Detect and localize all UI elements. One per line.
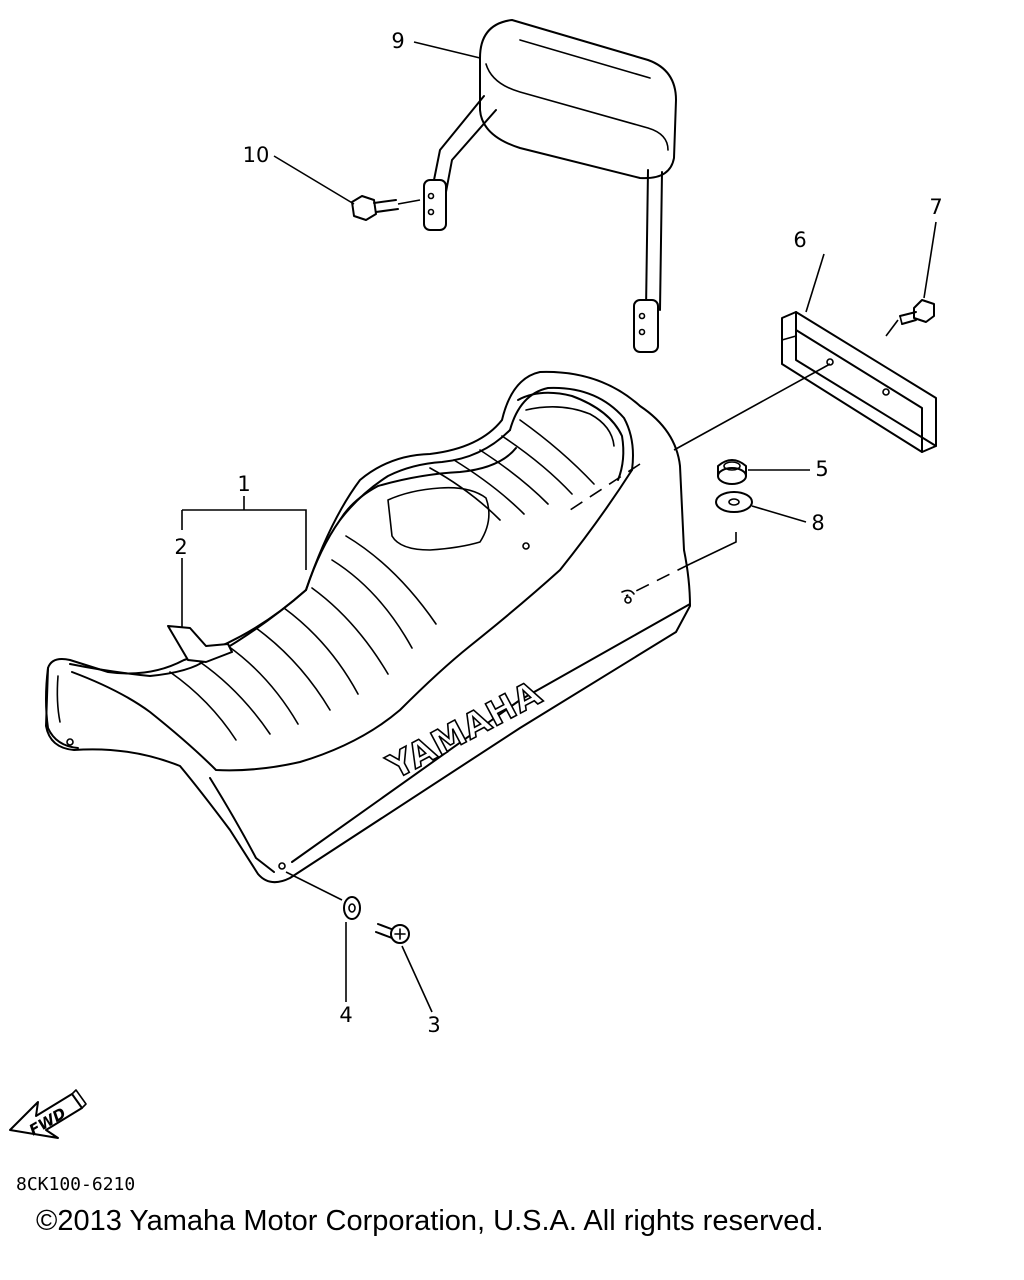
washer-4 <box>343 896 361 920</box>
leader-lines <box>181 41 937 1013</box>
callouts: 1 2 3 4 5 6 7 8 9 10 <box>174 29 942 1037</box>
nut-5 <box>717 459 747 485</box>
callout-8: 8 <box>811 511 824 535</box>
callout-5: 5 <box>815 457 828 481</box>
callout-10: 10 <box>243 143 270 167</box>
diagram-id: 8CK100-6210 <box>16 1174 136 1195</box>
callout-3: 3 <box>427 1013 440 1037</box>
callout-4: 4 <box>339 1003 352 1027</box>
callout-6: 6 <box>793 228 806 252</box>
callout-1: 1 <box>237 472 250 496</box>
bracket-6 <box>781 311 937 453</box>
callout-2: 2 <box>174 535 187 559</box>
callout-9: 9 <box>391 29 404 53</box>
backrest <box>423 19 677 353</box>
copyright-notice: ©2013 Yamaha Motor Corporation, U.S.A. A… <box>36 1205 824 1237</box>
bolt-10 <box>351 195 421 221</box>
bolt-7 <box>899 299 935 325</box>
callout-7: 7 <box>929 195 942 219</box>
seat-assembly: YAMAHA <box>45 370 691 884</box>
fwd-arrow-icon: FWD <box>9 1089 87 1139</box>
screw-3 <box>375 923 410 944</box>
washer-8 <box>715 491 753 513</box>
